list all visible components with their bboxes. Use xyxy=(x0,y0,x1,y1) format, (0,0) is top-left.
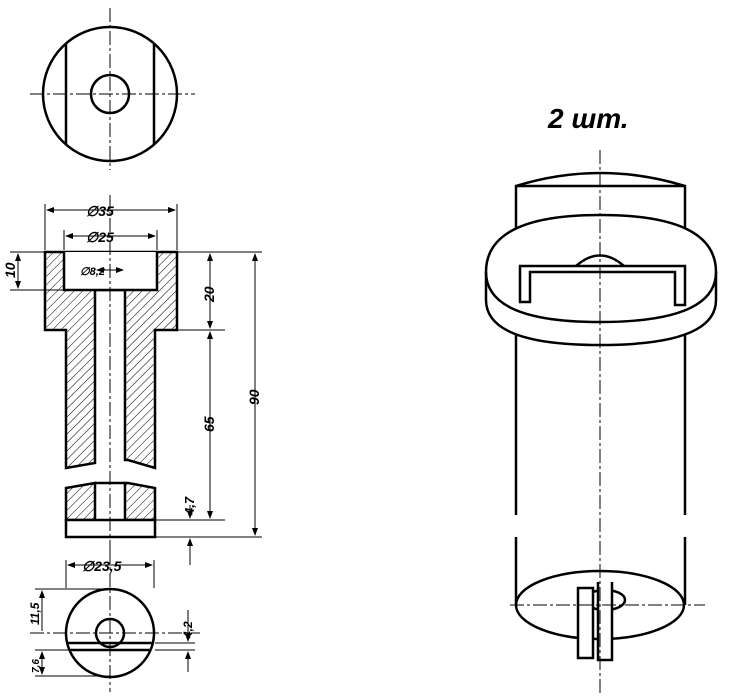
top-view xyxy=(30,8,195,170)
section-dimensions xyxy=(10,204,262,565)
iso-cylinder-body xyxy=(514,330,687,515)
section-view xyxy=(43,195,179,550)
dim-outer-diameter: ∅35 xyxy=(86,203,114,219)
tip-dimensions xyxy=(35,560,195,677)
dim-bore-diameter: ∅8,2 xyxy=(80,266,105,278)
dim-bottom-plate: 4,7 xyxy=(182,496,197,516)
dim-head-height: 20 xyxy=(201,286,217,303)
dim-stem-length: 65 xyxy=(201,416,217,432)
tip-bore-circle xyxy=(94,617,126,649)
dim-inner-diameter: ∅25 xyxy=(86,229,114,245)
dim-cap-depth: 10 xyxy=(2,262,18,278)
iso-lower-stub xyxy=(514,537,687,605)
top-view-bore-circle xyxy=(89,73,131,115)
dim-tip-diameter: ∅23,5 xyxy=(82,558,122,574)
top-view-outer-circle xyxy=(41,25,179,163)
section-body-upper xyxy=(43,250,179,470)
dim-tip-lower-offset: 7,6 xyxy=(31,659,42,673)
iso-collar xyxy=(484,213,718,347)
dim-total-length: 90 xyxy=(246,389,262,405)
iso-bottom-slot xyxy=(576,582,614,662)
iso-collar-slot xyxy=(518,264,687,307)
isometric-view xyxy=(484,171,718,662)
dim-slot-width: 4,2 xyxy=(181,621,195,639)
dim-tip-upper-offset: 11,5 xyxy=(28,602,42,625)
quantity-label: 2 шт. xyxy=(547,103,629,134)
